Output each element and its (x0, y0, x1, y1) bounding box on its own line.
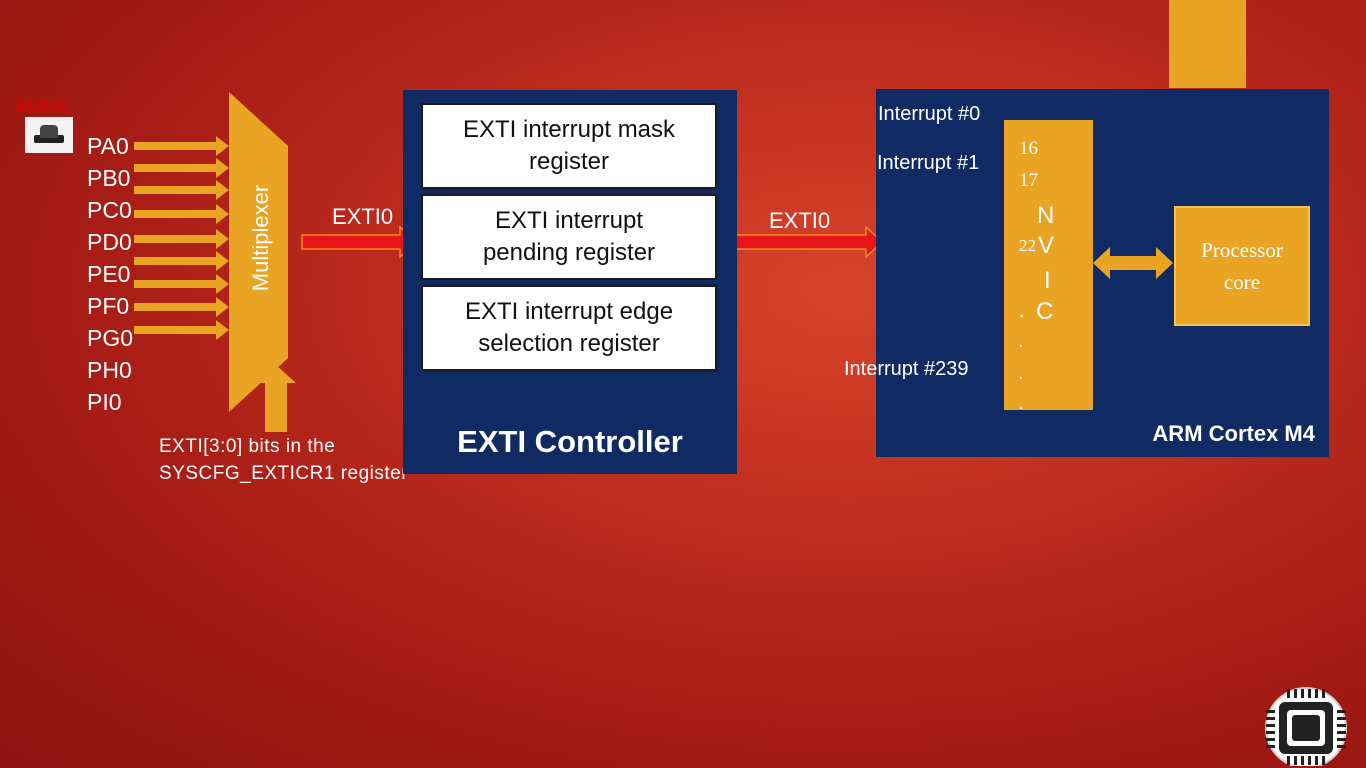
exti-controller-title: EXTI Controller (457, 424, 683, 459)
mask-register: EXTI interrupt mask register (421, 103, 717, 189)
port-arrow (134, 251, 229, 271)
nvic-number-17: 17 (1019, 170, 1038, 191)
nvic-letter-v: V (1038, 232, 1055, 259)
port-arrow (134, 180, 229, 200)
nvic-number-22: 22 (1019, 236, 1036, 255)
port-label-pe0: PE0 (87, 261, 131, 287)
port-arrow (134, 320, 229, 340)
port-label-pd0: PD0 (87, 229, 132, 255)
port-arrow (134, 297, 229, 317)
nvic-letter-i: I (1044, 267, 1051, 294)
bidirectional-arrow (1093, 247, 1173, 279)
edge-register-line2: selection register (478, 330, 660, 357)
exti0-signal-label-left: EXTI0 (332, 204, 394, 229)
port-arrow (134, 136, 229, 156)
select-arrow (256, 365, 296, 432)
port-arrow (134, 229, 229, 249)
select-caption-line2: SYSCFG_EXTICR1 register (159, 463, 409, 484)
interrupt-239-label: Interrupt #239 (844, 358, 969, 380)
port-label-pf0: PF0 (87, 293, 130, 319)
port-arrow (134, 274, 229, 294)
nvic-letter-n: N (1037, 202, 1055, 229)
edge-register-line1: EXTI interrupt edge (464, 298, 674, 325)
multiplexer-label: Multiplexer (248, 184, 273, 292)
port-arrow (134, 204, 229, 224)
chip-logo-icon (1265, 687, 1347, 766)
mask-register-line1: EXTI interrupt mask (462, 116, 676, 143)
processor-core-line1: Processor (1201, 238, 1283, 262)
processor-core-line2: core (1223, 270, 1261, 294)
pending-register: EXTI interrupt pending register (421, 194, 717, 280)
button-label: Button (16, 95, 68, 116)
pending-register-line2: pending register (482, 239, 656, 266)
nvic-letter-c: C (1036, 298, 1054, 325)
nvic-block: 16 17 22 N V I C . . . . (1004, 120, 1093, 414)
nvic-ellipsis-dot: . (1018, 392, 1024, 414)
edge-selection-register: EXTI interrupt edge selection register (421, 285, 717, 371)
arm-cortex-title: ARM Cortex M4 (1152, 421, 1315, 446)
interrupt-0-label: Interrupt #0 (878, 103, 981, 125)
nvic-ellipsis-dot: . (1019, 300, 1025, 322)
port-arrow (134, 158, 229, 178)
port-label-pb0: PB0 (87, 165, 131, 191)
interrupt-1-label: Interrupt #1 (877, 152, 980, 174)
exti0-signal-arrow-left (301, 225, 418, 259)
exti0-signal-label-right: EXTI0 (769, 208, 831, 233)
port-label-pi0: PI0 (87, 389, 122, 415)
nvic-ellipsis-dot: . (1018, 330, 1024, 352)
processor-core-block: Processor core (1174, 206, 1310, 326)
select-caption-line1: EXTI[3:0] bits in the (159, 436, 336, 457)
decorative-gold-tab (1169, 0, 1246, 88)
exti-controller-block: EXTI interrupt mask register EXTI interr… (403, 90, 737, 474)
port-label-pg0: PG0 (87, 325, 134, 351)
nvic-number-16: 16 (1019, 138, 1038, 159)
port-label-ph0: PH0 (87, 357, 132, 383)
nvic-ellipsis-dot: . (1018, 362, 1024, 384)
push-button-icon (25, 117, 73, 153)
mask-register-line2: register (528, 148, 610, 175)
exti0-signal-arrow-right (734, 225, 884, 259)
port-label-pc0: PC0 (87, 197, 132, 223)
pending-register-line1: EXTI interrupt (494, 207, 644, 234)
port-label-pa0: PA0 (87, 133, 129, 159)
multiplexer-block (229, 92, 288, 412)
port-input-arrows (134, 136, 229, 340)
